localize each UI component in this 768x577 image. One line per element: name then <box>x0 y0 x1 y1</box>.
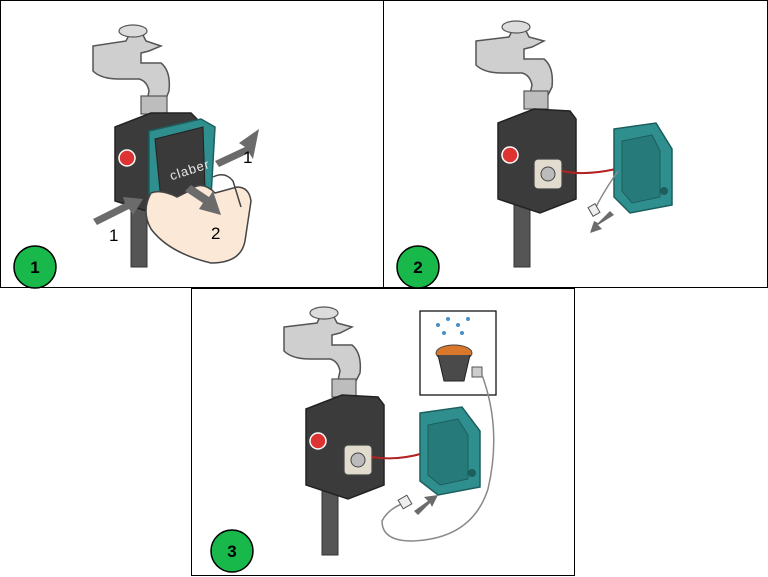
step-badge <box>210 529 254 573</box>
brand-logo-icon <box>118 149 136 167</box>
arrow-icon <box>414 495 438 515</box>
step-badge-number: 1 <box>30 258 39 277</box>
battery-cover <box>419 406 481 496</box>
brand-logo-icon <box>309 432 327 450</box>
arrow-icon <box>215 129 259 167</box>
sensor-cable <box>381 374 495 542</box>
step-1-panel: claber 1 1 2 1 <box>0 0 384 289</box>
controller-device <box>305 394 385 500</box>
arrow-label-2: 2 <box>211 224 220 243</box>
battery-cover <box>613 122 673 214</box>
step-3-panel: 3 <box>191 288 575 576</box>
sensor-plug <box>397 494 413 510</box>
tap-icon <box>475 20 554 110</box>
step-badge-number: 3 <box>227 542 236 561</box>
water-drops-icon <box>436 317 470 335</box>
controller-device <box>497 108 577 214</box>
step-2-panel: 2 <box>383 0 768 289</box>
step-badge-number: 2 <box>413 258 422 277</box>
arrow-icon <box>185 185 221 215</box>
step-2-illustration: 2 <box>396 20 673 289</box>
tap-icon <box>283 306 362 398</box>
hand-icon <box>145 174 252 264</box>
step-badge <box>13 245 57 289</box>
step-3-illustration: 3 <box>210 306 497 573</box>
wire <box>561 168 617 175</box>
arrow-label-1-left: 1 <box>109 226 118 245</box>
arrow-icon <box>590 211 614 233</box>
sensor-icon <box>587 202 601 218</box>
arrow-icon <box>93 197 143 225</box>
arrow-label-1-right: 1 <box>243 148 252 167</box>
brand-logo-icon <box>501 146 519 164</box>
tap-icon <box>92 24 171 115</box>
sensor-icon <box>435 344 483 382</box>
step-1-illustration: claber 1 1 2 1 <box>13 24 259 289</box>
